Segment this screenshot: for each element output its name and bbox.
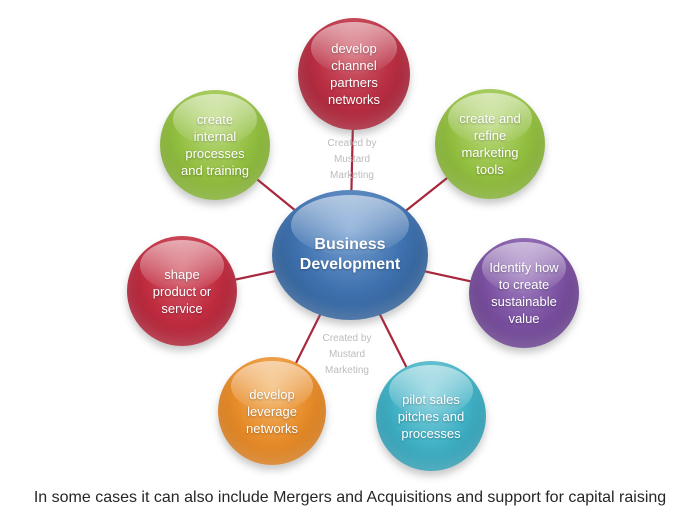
node-label: shape product or service <box>152 266 212 316</box>
node-develop-leverage-networks: develop leverage networks <box>218 357 326 465</box>
node-business-development: Business Development <box>272 190 428 320</box>
node-pilot-sales-pitches-and-processes: pilot sales pitches and processes <box>376 361 486 471</box>
node-label: develop leverage networks <box>245 386 299 436</box>
node-label: Identify how to create sustainable value <box>489 260 559 326</box>
node-label: create and refine marketing tools <box>459 111 521 177</box>
node-develop-channel-partners-networks: develop channel partners networks <box>298 18 410 130</box>
node-create-and-refine-marketing-tools: create and refine marketing tools <box>435 89 545 199</box>
node-label: pilot sales pitches and processes <box>397 391 465 441</box>
watermark-created-by: Created by Mustard Marketing <box>322 333 372 376</box>
center-node-label: Business Development <box>299 236 401 273</box>
node-shape-product-or-service: shape product or service <box>127 236 237 346</box>
node-label: develop channel partners networks <box>327 41 381 107</box>
caption-text: In some cases it can also include Merger… <box>33 489 667 506</box>
watermark-created-by: Created by Mustard Marketing <box>327 138 377 181</box>
node-create-internal-processes-and-training: create internal processes and training <box>160 90 270 200</box>
node-identify-how-to-create-sustainable-value: Identify how to create sustainable value <box>469 238 579 348</box>
node-label: create internal processes and training <box>181 112 249 178</box>
